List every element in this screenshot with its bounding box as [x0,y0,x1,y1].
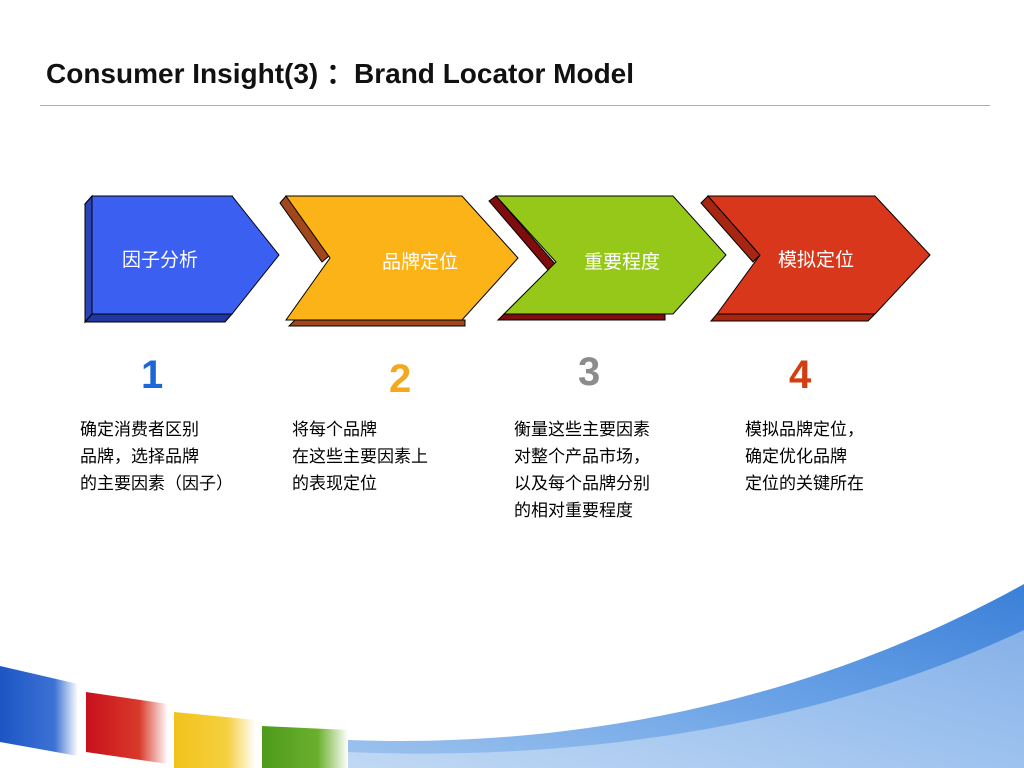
description-line: 将每个品牌 [292,420,377,440]
stage-3-description: 衡量这些主要因素 对整个产品市场， 以及每个品牌分别 的相对重要程度 [514,417,650,525]
stage-4-label: 模拟定位 [778,249,854,271]
footer-swoosh [348,584,1024,768]
stage-1-chevron: 因子分析 [83,194,280,324]
description-line: 品牌，选择品牌 [80,447,199,467]
description-line: 以及每个品牌分别 [514,474,650,494]
stage-1-number: 1 [141,353,164,397]
stage-4-chevron: 模拟定位 [700,195,931,322]
stage-2-label: 品牌定位 [382,251,458,273]
slide-title: Consumer Insight(3) ：Brand Locator Model [46,58,635,89]
stage-4-number: 4 [789,353,812,397]
description-line: 确定消费者区别 [80,420,199,440]
stage-2-chevron: 品牌定位 [279,195,519,327]
stage-1-label: 因子分析 [122,249,198,271]
footer-swoosh-highlight [348,630,1024,768]
description-line: 对整个产品市场， [514,447,650,467]
stage-4-description: 模拟品牌定位， 确定优化品牌 定位的关键所在 [745,417,864,498]
description-line: 在这些主要因素上 [292,447,428,467]
description-line: 衡量这些主要因素 [514,420,650,440]
description-line: 确定优化品牌 [745,447,847,467]
title-divider [40,105,990,106]
description-line: 模拟品牌定位， [745,420,864,440]
description-line: 的相对重要程度 [514,501,633,521]
description-line: 的主要因素（因子） [80,474,233,494]
description-line: 定位的关键所在 [745,474,864,494]
description-line: 的表现定位 [292,474,377,494]
stage-3-label: 重要程度 [584,251,660,273]
footer-band-green [262,726,348,768]
footer-band-red [86,692,168,764]
footer-band-blue [0,666,78,756]
stage-3-number: 3 [578,350,601,394]
stage-3-chevron: 重要程度 [488,195,727,321]
stage-1-description: 确定消费者区别 品牌，选择品牌 的主要因素（因子） [80,417,233,498]
footer-band-yellow [174,712,256,768]
stage-2-description: 将每个品牌 在这些主要因素上 的表现定位 [292,417,428,498]
stage-2-number: 2 [389,357,412,401]
